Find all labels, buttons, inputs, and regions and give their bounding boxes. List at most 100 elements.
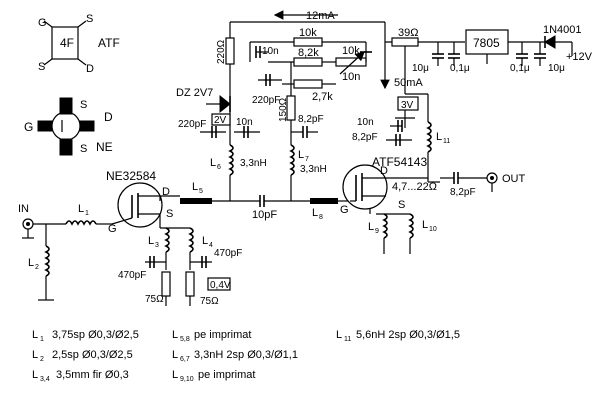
note-4-l: L: [172, 329, 178, 341]
t2-label: ATF54143: [372, 155, 427, 169]
note-3-sub: 3,4: [40, 376, 50, 383]
l3-label: L: [148, 235, 154, 247]
resistor-8-2k-label: 8,2k: [298, 47, 319, 59]
pot-label: 10k: [342, 45, 360, 57]
potentiometer-10k: [335, 57, 367, 67]
cap-470pf-b-label: 470pF: [214, 248, 242, 259]
note-7-text: 5,6nH 2sp Ø0,3/Ø1,5: [356, 329, 460, 341]
ne-package-body: [51, 111, 81, 141]
t2-source-label: S: [398, 199, 405, 211]
cap-220pf-a-label: 220pF: [252, 95, 280, 106]
ne-lead-right: [79, 120, 95, 132]
cap-10n-a-label: 10n: [262, 46, 279, 57]
atf-label-g: G: [38, 17, 47, 29]
right-bias: 50mA 3V 10n 8,2pF L 11: [352, 42, 450, 182]
resistor-220-label: 220Ω: [216, 39, 227, 64]
cap-10u-b-label: 10μ: [548, 63, 565, 74]
note-1-l: L: [32, 329, 38, 341]
ne-package-legend: G D S S NE: [24, 97, 113, 156]
resistor-10k: [293, 37, 323, 47]
note-6-text: pe imprimat: [198, 369, 255, 381]
l11-label: L: [436, 131, 442, 143]
note-2-sub: 2: [40, 356, 44, 363]
inductor-l7: [289, 144, 295, 176]
bias-network: 10k 10n 8,2k 10k 10n 220pF 2,7k 150Ω: [176, 27, 372, 140]
voltage-3v-box: [397, 96, 419, 111]
ne-label-s-top: S: [80, 99, 87, 111]
ne-lead-left: [37, 120, 53, 132]
note-3-l: L: [32, 369, 38, 381]
t1-source-network: L 3 L 4 470pF 470pF 75Ω 75Ω 0,4V: [118, 214, 242, 307]
inductor-l4: [188, 227, 194, 253]
atf-package-body: [51, 26, 79, 60]
voltage-04v-box: [207, 277, 231, 291]
inductor-l11: [426, 121, 432, 153]
t1-label: NE32584: [106, 169, 156, 183]
l3-sub: 3: [155, 242, 159, 249]
ne-package-label: NE: [96, 140, 113, 154]
note-6-l: L: [172, 369, 178, 381]
voltage-2v-label: 2V: [214, 115, 227, 126]
t1-gate-label: G: [108, 223, 117, 235]
in-label: IN: [18, 203, 29, 215]
l6-sub: 6: [217, 164, 221, 171]
atf-label-d: D: [86, 63, 94, 75]
note-4-sub: 5,8: [180, 336, 190, 343]
l1-label: L: [78, 203, 84, 215]
l8-sub: 8: [319, 214, 323, 221]
ne-label-d: D: [104, 110, 113, 124]
voltage-2v-box: [211, 113, 231, 126]
ne-label-g: G: [24, 120, 33, 134]
l1-sub: 1: [85, 210, 89, 217]
ne-lead-top: [59, 97, 73, 115]
ne-lead-bottom: [59, 138, 73, 156]
note-3-text: 3,5mm fir Ø0,3: [56, 369, 129, 381]
l7-label: L: [298, 149, 304, 161]
atf-label-s-top: S: [86, 13, 93, 25]
zener-diode: [219, 94, 231, 114]
cap-10n-d-label: 10n: [357, 117, 374, 128]
l6-value: 3,3nH: [240, 158, 267, 169]
current-top-label: 12mA: [306, 10, 335, 22]
cap-01u-b-label: 0,1μ: [510, 63, 530, 74]
input-section: IN L 1 G L 2: [18, 203, 117, 301]
output-section: 4,7...22Ω 8,2pF OUT L 9 L 10: [368, 172, 526, 254]
note-1-sub: 1: [40, 336, 44, 343]
cap-82pf-b-label: 8,2pF: [352, 132, 378, 143]
out-label: OUT: [502, 173, 526, 185]
t2-body: [342, 164, 388, 210]
transistor-ne32584: NE32584 D S: [106, 169, 173, 228]
transistor-atf54143: ATF54143 D S: [342, 155, 427, 211]
cap-pot-label: 10n: [342, 71, 360, 83]
ne-label-s-bottom: S: [80, 143, 87, 155]
atf-label-s-bottom: S: [38, 61, 45, 73]
atf-pin-d: [77, 58, 87, 66]
diode-label: 1N4001: [543, 24, 582, 36]
supply-label: +12V: [566, 51, 593, 63]
t1-body: [117, 182, 163, 228]
regulator-label: 7805: [473, 36, 500, 50]
l8-label: L: [312, 207, 318, 219]
note-6-sub: 9,10: [180, 376, 194, 383]
signal-path: L 5 10pF L 8 G L 6 3,3nH L 7 3,3nH: [159, 130, 350, 221]
cap-220pf-b-label: 220pF: [178, 119, 206, 130]
resistor-4-7-22-label: 4,7...22Ω: [392, 181, 437, 193]
cap-10pf-label: 10pF: [252, 209, 277, 221]
resistor-8-2k: [293, 57, 323, 67]
resistor-2-7k: [293, 79, 323, 89]
note-4-text: pe imprimat: [194, 329, 251, 341]
l2-sub: 2: [35, 264, 39, 271]
atf-package-legend: 4F G S S D ATF: [38, 13, 120, 75]
resistor-75-a: [161, 271, 171, 297]
power-supply: 12mA 220Ω 39Ω 10μ 0,1μ 7805 0,1μ: [216, 10, 593, 130]
l9-sub: 9: [375, 228, 379, 235]
note-5-text: 3,3nH 2sp Ø0,3/Ø1,1: [194, 349, 298, 361]
resistor-2-7k-label: 2,7k: [312, 91, 333, 103]
atf-package-label: ATF: [98, 36, 120, 50]
atf-pin-s1: [43, 20, 53, 28]
note-7-l: L: [336, 329, 342, 341]
cap-82pf-a-label: 8,2pF: [298, 114, 324, 125]
note-5-sub: 6,7: [180, 356, 190, 363]
zener-label: DZ 2V7: [176, 87, 213, 99]
